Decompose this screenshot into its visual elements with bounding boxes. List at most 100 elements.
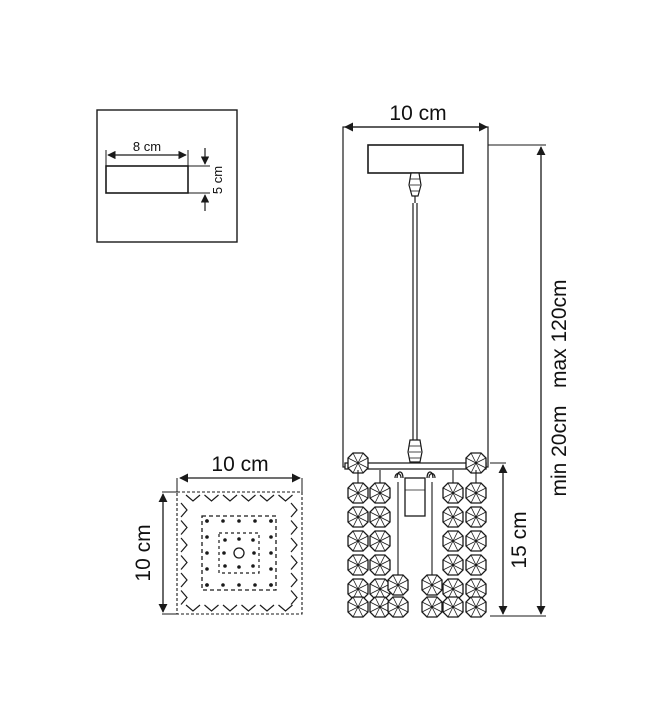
crystal-chevron <box>180 589 188 606</box>
crystal-chevron <box>240 494 257 502</box>
crystal-chevron <box>277 604 294 612</box>
crystal-hook <box>394 472 402 479</box>
crystal-bead <box>465 578 487 600</box>
crystal-bead <box>347 482 369 504</box>
crystal-hook <box>428 472 436 479</box>
crystal-bead <box>465 506 487 528</box>
crystal-mount-dot <box>269 535 273 539</box>
crystal-chevron <box>277 494 294 502</box>
crystal-mount-dot <box>252 551 256 555</box>
crystal-mount-dot <box>205 519 209 523</box>
crystal-chevron <box>180 502 188 518</box>
detail-frame <box>96 109 238 243</box>
pendant-side-view: 10 cm 15 cm <box>342 102 571 618</box>
crystal-mount-dot <box>253 519 257 523</box>
crystal-mount-dot <box>237 537 241 541</box>
top-view-detail: 10 cm 10 cm <box>132 453 303 615</box>
drop-label: 15 cm <box>508 511 531 568</box>
crystal-mount-dot <box>205 551 209 555</box>
crystal-bead <box>465 530 487 552</box>
top-view-center-socket <box>233 547 245 559</box>
crystal-mount-dot <box>253 583 257 587</box>
crystal-bead <box>442 554 464 576</box>
crystal-mount-dot <box>223 538 227 542</box>
crystal-bead <box>442 506 464 528</box>
crystal-bead <box>347 578 369 600</box>
crystal-chevron <box>222 604 238 612</box>
cord-top-connector <box>408 172 422 203</box>
crystal-bead <box>347 530 369 552</box>
crystal-mount-dot <box>269 551 273 555</box>
crystal-bead <box>442 578 464 600</box>
crystal-bead <box>442 596 464 618</box>
crystal-chevron <box>222 494 238 502</box>
crystal-chevron <box>180 519 188 536</box>
top-view-outer-crystal-ring <box>180 494 298 612</box>
crystal-bead <box>347 554 369 576</box>
crystal-chevron <box>180 572 188 588</box>
crystal-bead <box>465 596 487 618</box>
crystal-chevron <box>290 502 298 518</box>
crystal-chevron <box>259 494 275 502</box>
crystal-bead <box>387 596 409 618</box>
top-view-inner-crystal-dots <box>205 519 273 587</box>
crystal-mount-dot <box>205 583 209 587</box>
crystal-chevron <box>290 519 298 536</box>
crystal-bead <box>347 596 369 618</box>
crystal-mount-dot <box>221 583 225 587</box>
crystal-mount-dot <box>237 583 241 587</box>
canopy-plate <box>105 165 189 194</box>
crystal-chevron <box>240 604 257 612</box>
crystal-bead <box>369 530 391 552</box>
crystal-chevron <box>203 604 220 612</box>
crystal-chevron <box>180 554 188 571</box>
plate-width-label: 8 cm <box>133 139 161 154</box>
crystal-bead <box>421 596 443 618</box>
crystal-bead <box>369 596 391 618</box>
crystal-bead <box>421 574 443 596</box>
crystal-chevron <box>290 589 298 606</box>
top-view-core-square <box>218 532 260 574</box>
crystal-bead <box>347 506 369 528</box>
crystal-chevron <box>180 537 188 553</box>
crystal-mount-dot <box>237 565 241 569</box>
top-view-outline <box>176 491 303 615</box>
crystal-mount-dot <box>269 583 273 587</box>
crystal-mount-dot <box>237 519 241 523</box>
crystal-bead <box>369 506 391 528</box>
crystal-bead <box>465 554 487 576</box>
crystal-chevron <box>203 494 220 502</box>
crystal-bead <box>442 482 464 504</box>
overall-width-label: 10 cm <box>389 102 446 125</box>
canopy-plate-detail: 8 cm 5 cm <box>96 109 238 243</box>
crystal-bead <box>369 554 391 576</box>
top-view-inner-square <box>201 515 277 591</box>
ceiling-canopy <box>367 144 464 174</box>
crystal-chevron <box>290 572 298 588</box>
crystal-chevron <box>259 604 275 612</box>
crystal-strands <box>347 452 487 618</box>
cord-bottom-connector <box>407 439 423 463</box>
top-view-depth-label: 10 cm <box>132 524 155 581</box>
crystal-bead <box>442 530 464 552</box>
crystal-mount-dot <box>205 535 209 539</box>
crystal-chevron <box>290 537 298 553</box>
crystal-mount-dot <box>222 551 226 555</box>
crystal-bead <box>369 482 391 504</box>
crystal-bead <box>369 578 391 600</box>
crystal-mount-dot <box>205 567 209 571</box>
crystal-bead <box>465 482 487 504</box>
crystal-mount-dot <box>251 564 255 568</box>
crystal-mount-dot <box>223 564 227 568</box>
crystal-mount-dot <box>269 519 273 523</box>
crystal-mount-dot <box>221 519 225 523</box>
crystal-chevron <box>185 604 201 612</box>
crystal-mount-dot <box>269 567 273 571</box>
crystal-chevron <box>290 554 298 571</box>
crystal-holder-plate <box>344 462 487 470</box>
cord-range-label: min 20cm max 120cm <box>548 279 571 496</box>
plate-height-label: 5 cm <box>210 166 225 194</box>
crystal-mount-dot <box>251 538 255 542</box>
crystal-bead <box>387 574 409 596</box>
lamp-socket <box>396 471 434 517</box>
